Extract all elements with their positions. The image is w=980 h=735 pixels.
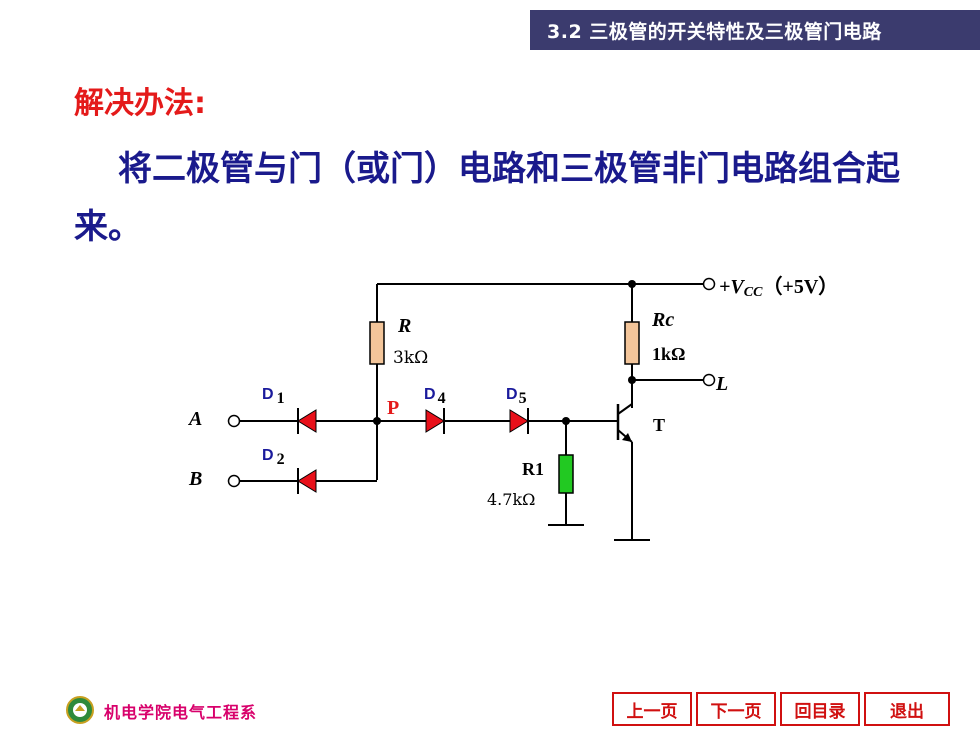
vcc-terminal — [702, 277, 716, 291]
resistor-r-value: 3kΩ — [393, 348, 428, 368]
node-p-label: P — [387, 397, 399, 419]
diode-d2 — [297, 468, 317, 494]
slide-navigation: 上一页 下一页 回目录 退出 — [612, 692, 950, 726]
exit-button[interactable]: 退出 — [864, 692, 950, 726]
resistor-rc-label: Rc — [651, 309, 674, 331]
vcc-label: +VCC（+5V） — [719, 275, 838, 300]
output-terminal — [702, 373, 716, 387]
diode-d5 — [509, 408, 529, 434]
body-text: 将二极管与门（或门）电路和三极管非门电路组合起来。 — [74, 149, 900, 247]
section-title-badge: 3.2 三极管的开关特性及三极管门电路 — [530, 10, 980, 50]
input-a-label: A — [187, 408, 202, 430]
junction-dot — [628, 376, 636, 384]
table-of-contents-button[interactable]: 回目录 — [780, 692, 860, 726]
junction-dot — [562, 417, 570, 425]
resistor-r-label: R — [397, 315, 411, 337]
transistor-label: T — [653, 415, 665, 435]
diode-d4 — [425, 408, 445, 434]
input-a-terminal — [227, 414, 241, 428]
resistor-r — [369, 321, 385, 365]
school-logo-icon — [66, 696, 94, 724]
output-l-label: L — [715, 373, 728, 395]
junction-dot — [373, 417, 381, 425]
prev-page-button[interactable]: 上一页 — [612, 692, 692, 726]
slide-title: 解决办法: — [74, 86, 206, 121]
next-page-button[interactable]: 下一页 — [696, 692, 776, 726]
resistor-rc-value: 1kΩ — [652, 344, 685, 364]
resistor-r1-value: 4.7kΩ — [487, 490, 535, 509]
diode-d5-label: D5 — [506, 386, 527, 407]
resistor-rc — [624, 321, 640, 365]
resistor-r1 — [558, 454, 574, 494]
resistor-r1-label: R1 — [522, 459, 544, 479]
junction-dot — [628, 280, 636, 288]
department-name: 机电学院电气工程系 — [104, 703, 258, 722]
section-title: 3.2 三极管的开关特性及三极管门电路 — [547, 20, 882, 43]
transistor-emitter-arrow — [622, 433, 632, 442]
diode-d1 — [297, 408, 317, 434]
input-b-label: B — [188, 468, 202, 490]
input-b-terminal — [227, 474, 241, 488]
